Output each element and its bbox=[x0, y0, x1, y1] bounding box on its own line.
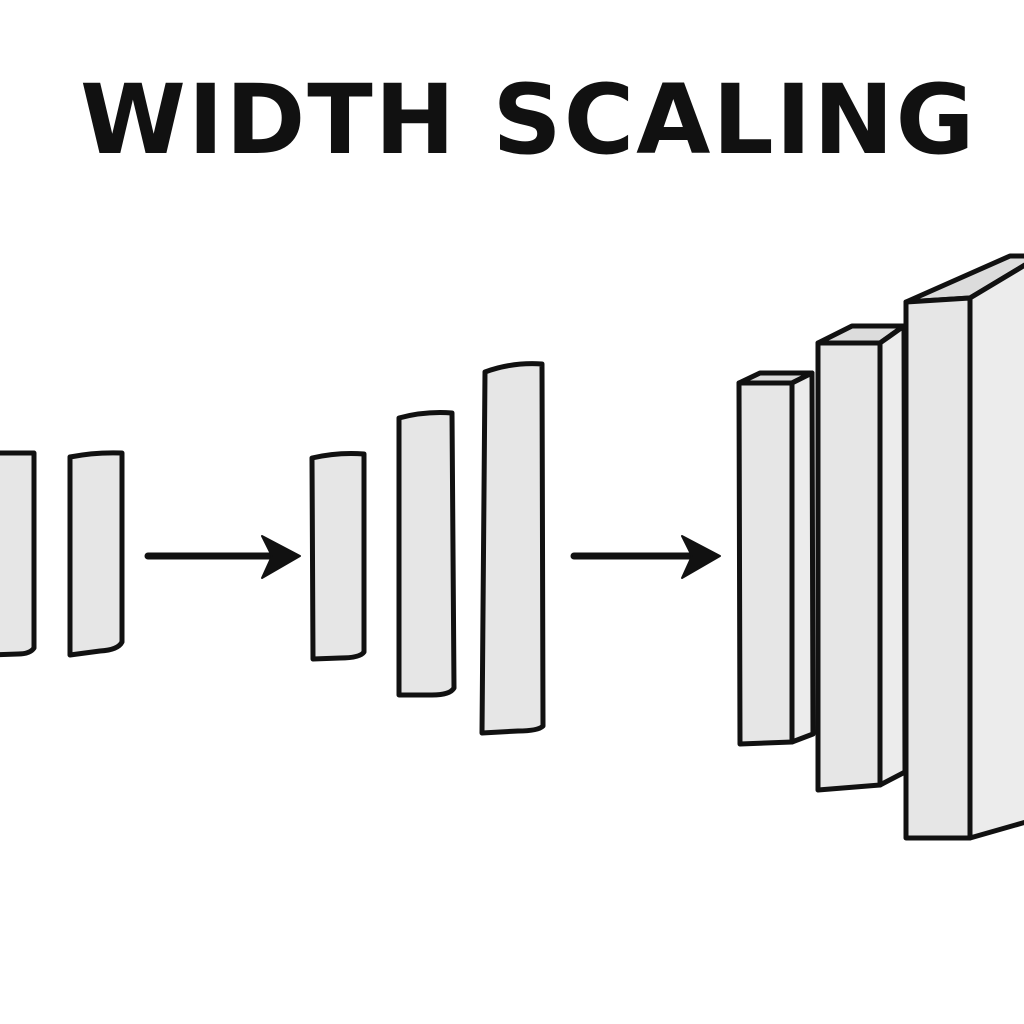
layer-block bbox=[903, 253, 1024, 841]
layer-block bbox=[815, 323, 908, 793]
layer-block bbox=[309, 451, 367, 662]
arrow-right-icon bbox=[570, 535, 721, 579]
stage-wide bbox=[736, 253, 1024, 841]
layer-block bbox=[396, 410, 457, 698]
layer-block bbox=[0, 450, 37, 658]
layer-block bbox=[67, 450, 125, 658]
stage-medium bbox=[309, 361, 546, 736]
arrow-right-icon bbox=[144, 535, 301, 579]
layer-block bbox=[479, 361, 546, 736]
diagram-title: WIDTH SCALING bbox=[80, 64, 977, 176]
layer-block bbox=[736, 370, 816, 747]
stage-narrow bbox=[0, 450, 125, 658]
